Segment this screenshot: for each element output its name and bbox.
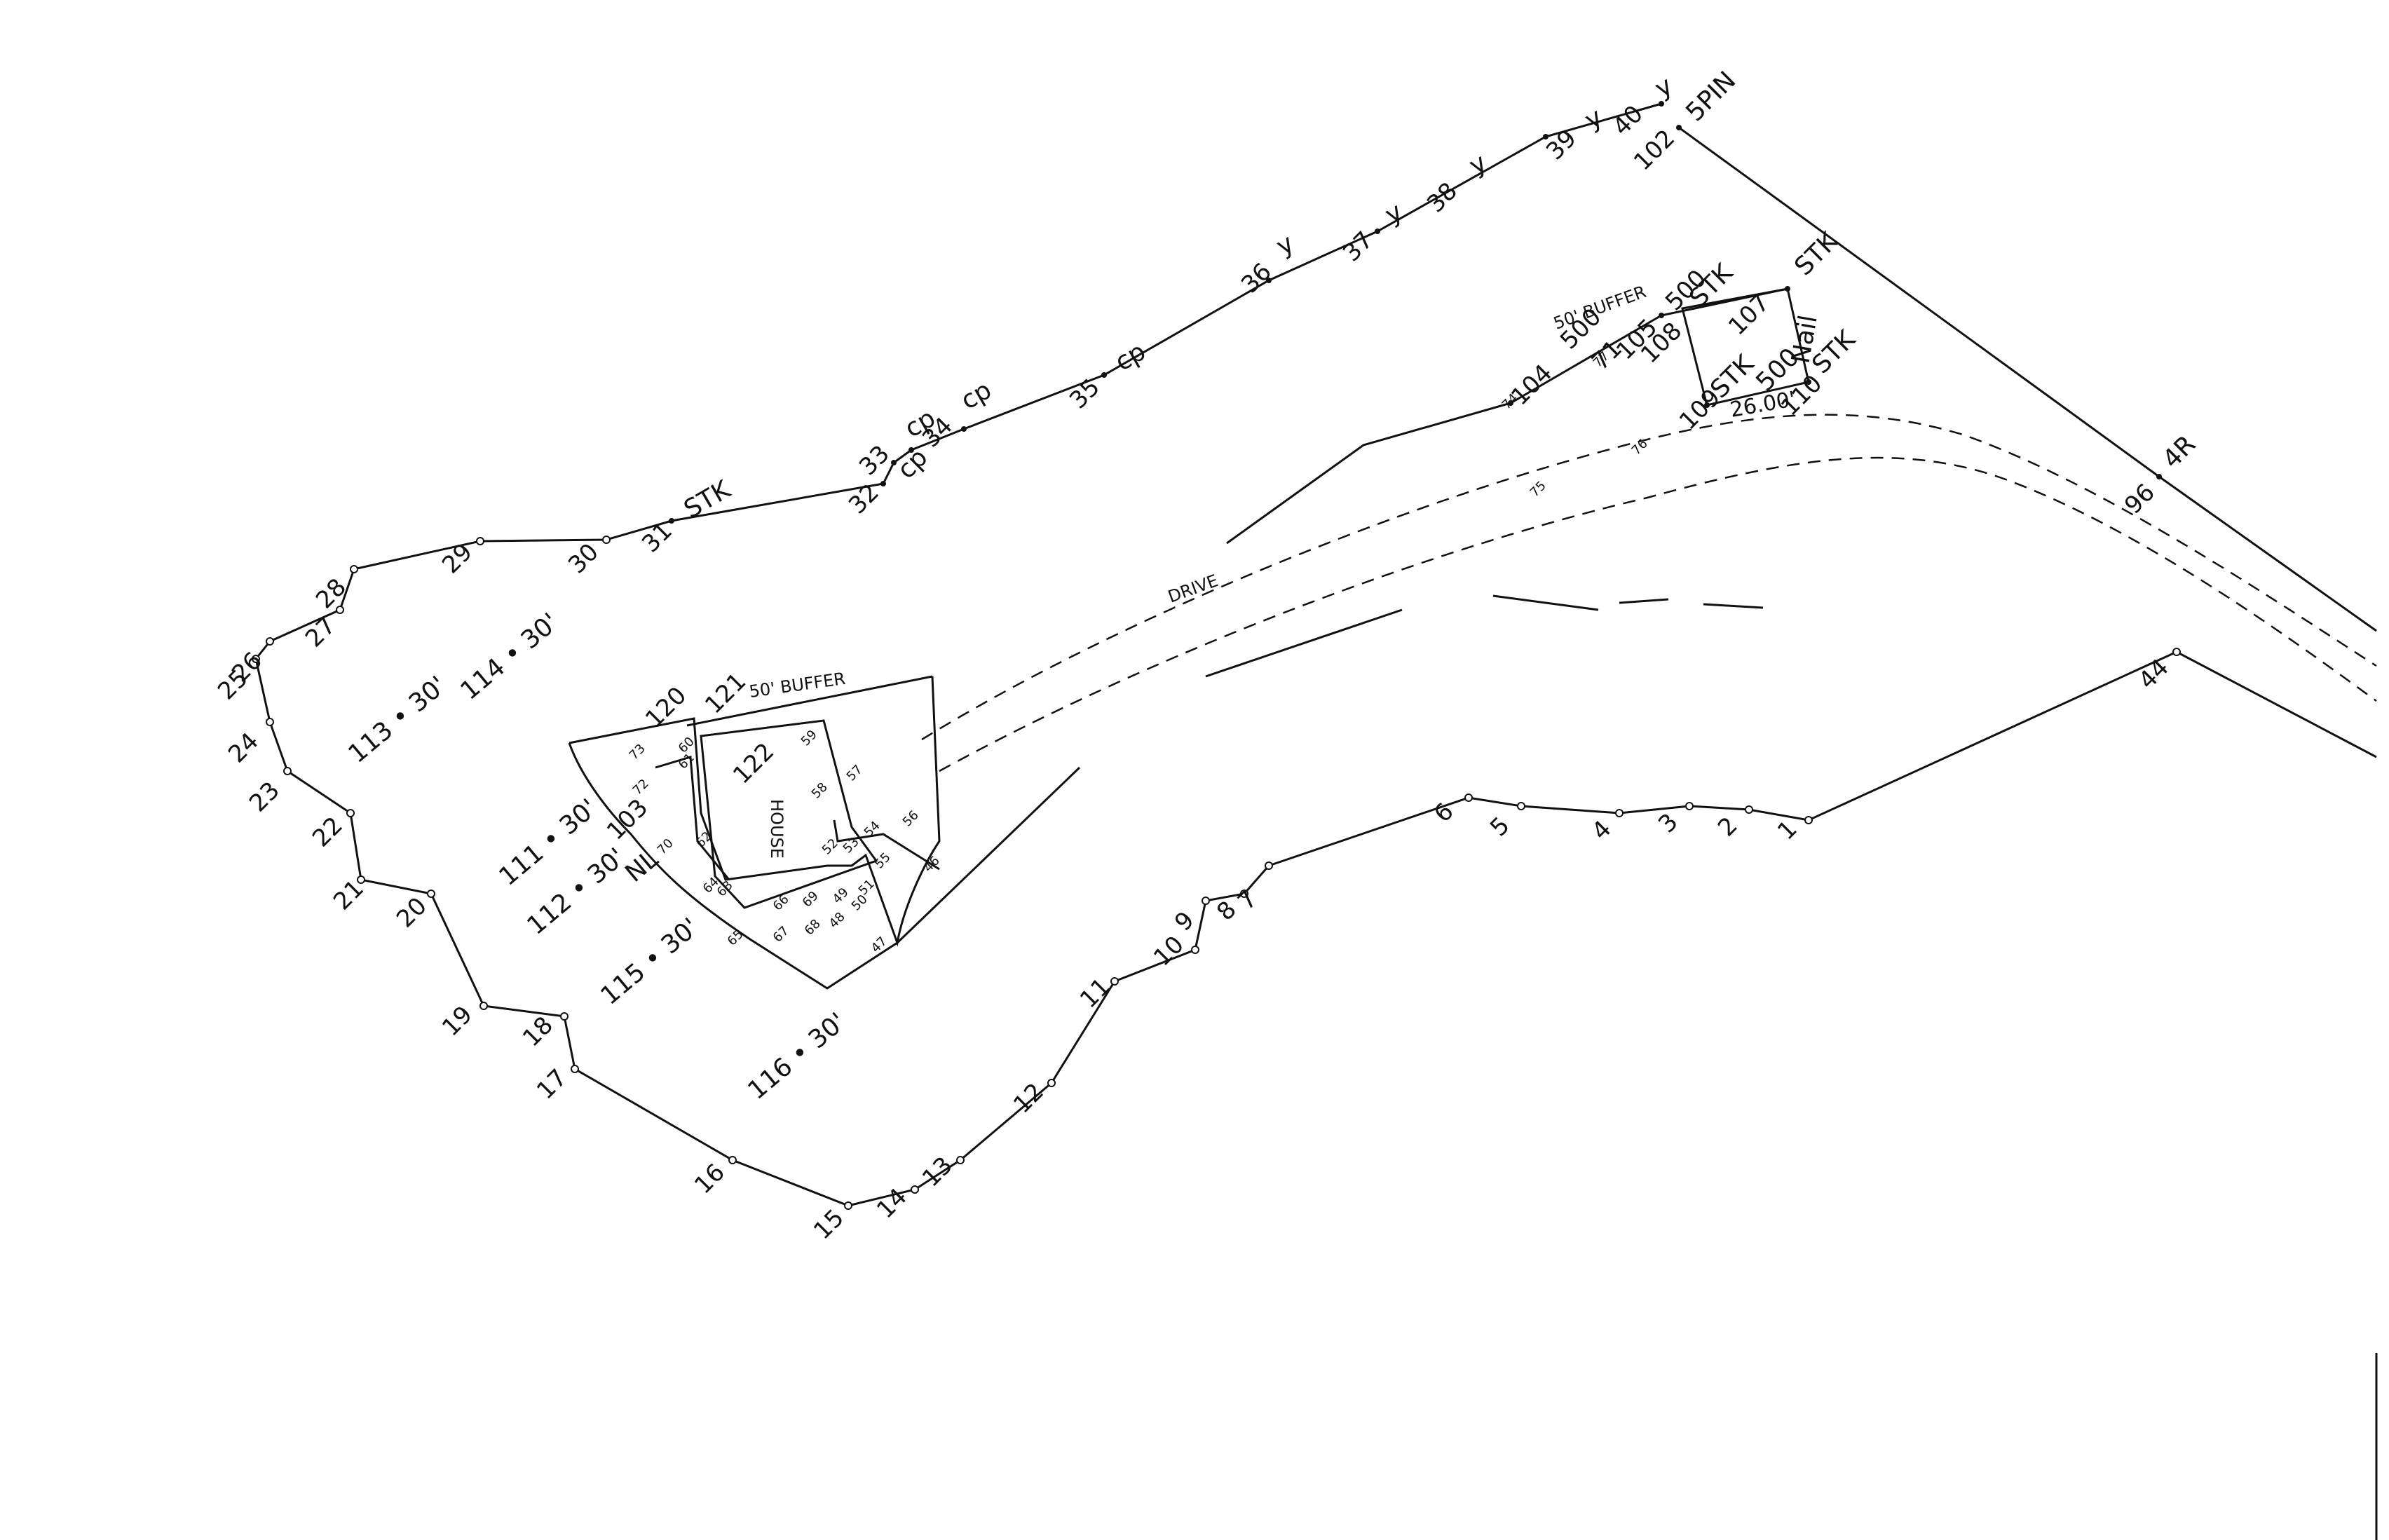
tag-y-38: y (1464, 149, 1492, 181)
label-point-103: 103 (601, 793, 653, 845)
tag-y-37: y (1380, 198, 1408, 230)
label-point-44: 44 (2133, 653, 2174, 695)
label-point-14: 14 (871, 1183, 913, 1224)
house-point-labels: 46 47 48 49 50 51 52 53 54 55 56 57 58 5… (627, 348, 1651, 955)
note-nl: NL (620, 845, 663, 888)
bearing-115: 115 • 30' (595, 913, 704, 1011)
label-point-12: 12 (1008, 1077, 1049, 1119)
tag-y-39: y (1580, 103, 1607, 135)
note-4r: 4R (2157, 430, 2201, 474)
label-point-40: 40 (1607, 100, 1649, 141)
label-point-68: 68 (802, 916, 824, 938)
label-point-13: 13 (917, 1151, 958, 1192)
house-buffer-line (686, 675, 933, 727)
drive-edge-upper (921, 414, 2377, 741)
tag-cp-35: cp (1110, 337, 1150, 377)
label-point-18: 18 (517, 1011, 559, 1052)
label-point-65: 65 (725, 927, 747, 948)
bearing-114: 114 • 30' (455, 608, 564, 706)
break-line-c (1619, 598, 1669, 604)
house-porch-line (655, 756, 730, 880)
break-line-d (1703, 603, 1764, 609)
label-point-58: 58 (809, 779, 831, 801)
label-point-24: 24 (223, 727, 264, 768)
drive-edge-lower (939, 456, 2377, 772)
label-point-61: 61 (676, 750, 697, 772)
label-point-35: 35 (1064, 373, 1105, 414)
survey-point-markers (252, 101, 2181, 1210)
house-lot-outline (568, 676, 941, 990)
label-point-121: 121 (700, 667, 751, 719)
label-point-48: 48 (826, 909, 848, 931)
label-point-66: 66 (770, 892, 792, 913)
label-point-4: 4 (1586, 815, 1617, 846)
label-point-69: 69 (800, 888, 822, 910)
note-drive: DRIVE (1165, 571, 1220, 607)
label-point-96: 96 (2119, 478, 2160, 519)
label-point-1: 1 (1772, 815, 1803, 846)
bearing-113: 113 • 30' (343, 671, 451, 769)
label-point-36: 36 (1236, 257, 1277, 299)
label-point-16: 16 (689, 1158, 730, 1199)
bearing-116: 116 • 30' (742, 1007, 851, 1105)
label-point-75: 75 (1527, 478, 1549, 500)
south-boundary-line (254, 650, 2377, 1207)
label-point-70: 70 (655, 836, 676, 857)
label-point-22: 22 (307, 811, 348, 852)
tag-y-36: y (1272, 229, 1299, 261)
label-point-17: 17 (531, 1063, 573, 1105)
label-point-30: 30 (563, 538, 604, 579)
label-point-107: 107 (1723, 289, 1775, 341)
break-line-b (1492, 594, 1599, 611)
label-point-33: 33 (854, 439, 895, 481)
label-point-39: 39 (1541, 124, 1582, 165)
label-point-37: 37 (1338, 226, 1379, 267)
note-house: HOUSE (767, 799, 787, 859)
label-point-19: 19 (437, 1000, 478, 1042)
note-dimension: 26.00' (1728, 387, 1797, 423)
tag-cp-a: cp (892, 443, 933, 484)
label-point-27: 27 (300, 611, 341, 653)
label-point-29: 29 (437, 538, 478, 579)
label-point-73: 73 (627, 741, 648, 763)
label-point-11: 11 (1075, 972, 1116, 1014)
label-point-67: 67 (770, 923, 792, 945)
house-slope-line (896, 766, 1081, 944)
label-point-2: 2 (1713, 812, 1743, 843)
label-point-46: 46 (921, 853, 943, 875)
label-point-9: 9 (1169, 906, 1200, 937)
label-point-15: 15 (808, 1204, 850, 1245)
label-point-20: 20 (391, 892, 433, 933)
label-point-28: 28 (311, 573, 352, 614)
tag-y-40: y (1650, 71, 1677, 104)
tag-cp-34: cp (956, 376, 996, 416)
note-5pin: 5PIN (1680, 66, 1741, 127)
label-point-57: 57 (844, 762, 866, 784)
label-point-38: 38 (1422, 177, 1463, 218)
label-point-120: 120 (640, 681, 692, 733)
tag-stk-upper-b: STK (1789, 226, 1844, 281)
label-point-59: 59 (798, 727, 820, 749)
label-point-5: 5 (1485, 812, 1516, 843)
north-boundary-line (254, 102, 1662, 660)
house-deck-line (833, 819, 940, 871)
tag-stk-31: STK (679, 475, 736, 524)
break-line-a (1205, 608, 1403, 678)
label-point-23: 23 (244, 776, 285, 817)
label-point-122: 122 (728, 737, 780, 789)
house-footprint (700, 719, 878, 909)
label-point-3: 3 (1653, 808, 1684, 839)
label-point-55: 55 (872, 850, 894, 871)
label-point-47: 47 (869, 934, 890, 955)
label-point-56: 56 (900, 808, 922, 829)
